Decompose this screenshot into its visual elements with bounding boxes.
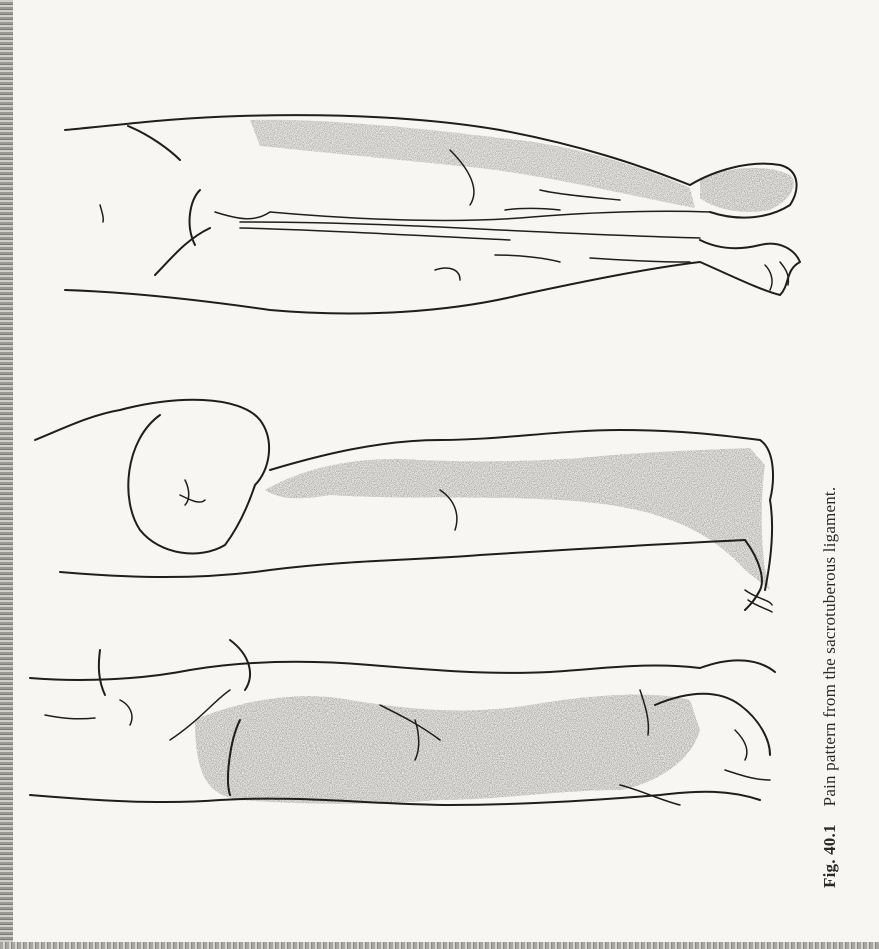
- figure-posterior-view-shaded-leg: [30, 640, 775, 805]
- figure-lateral-view: [35, 400, 773, 612]
- pain-shading-middle: [265, 448, 770, 590]
- figure-number: Fig. 40.1: [820, 824, 839, 888]
- figure-caption: Fig. 40.1 Pain pattern from the sacrotube…: [820, 487, 840, 888]
- pain-shading-bottom: [195, 695, 700, 804]
- figure-caption-text: Pain pattern from the sacrotuberous liga…: [820, 487, 839, 807]
- figure-posterior-view: [65, 115, 800, 313]
